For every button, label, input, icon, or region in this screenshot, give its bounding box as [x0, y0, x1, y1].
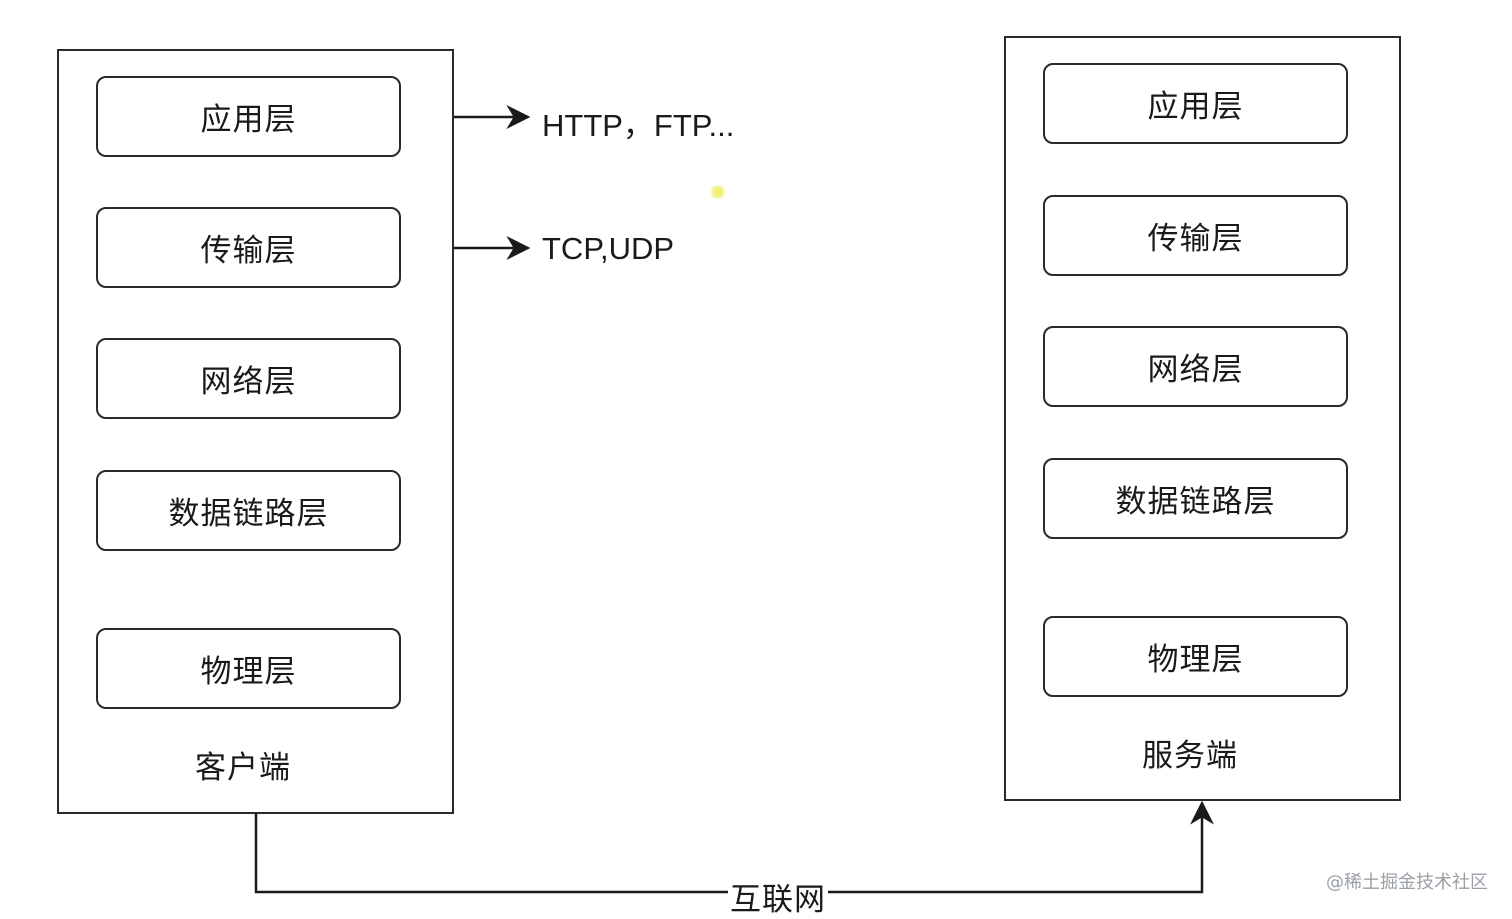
client-layer-datalink: 数据链路层 [96, 470, 401, 551]
application-protocols: HTTP，FTP... [542, 108, 735, 143]
client-layer-application: 应用层 [96, 76, 401, 157]
server-layer-network: 网络层 [1043, 326, 1348, 407]
client-layer-transport: 传输层 [96, 207, 401, 288]
watermark: @稀土掘金技术社区 [1326, 872, 1488, 893]
server-caption: 服务端 [1142, 738, 1238, 774]
client-caption: 客户端 [195, 750, 291, 786]
server-layer-physical: 物理层 [1043, 616, 1348, 697]
client-layer-physical: 物理层 [96, 628, 401, 709]
server-layer-datalink: 数据链路层 [1043, 458, 1348, 539]
cursor-highlight [711, 185, 725, 199]
transport-protocols: TCP,UDP [542, 231, 675, 266]
internet-label: 互联网 [728, 874, 828, 919]
server-layer-application: 应用层 [1043, 63, 1348, 144]
client-layer-network: 网络层 [96, 338, 401, 419]
server-layer-transport: 传输层 [1043, 195, 1348, 276]
